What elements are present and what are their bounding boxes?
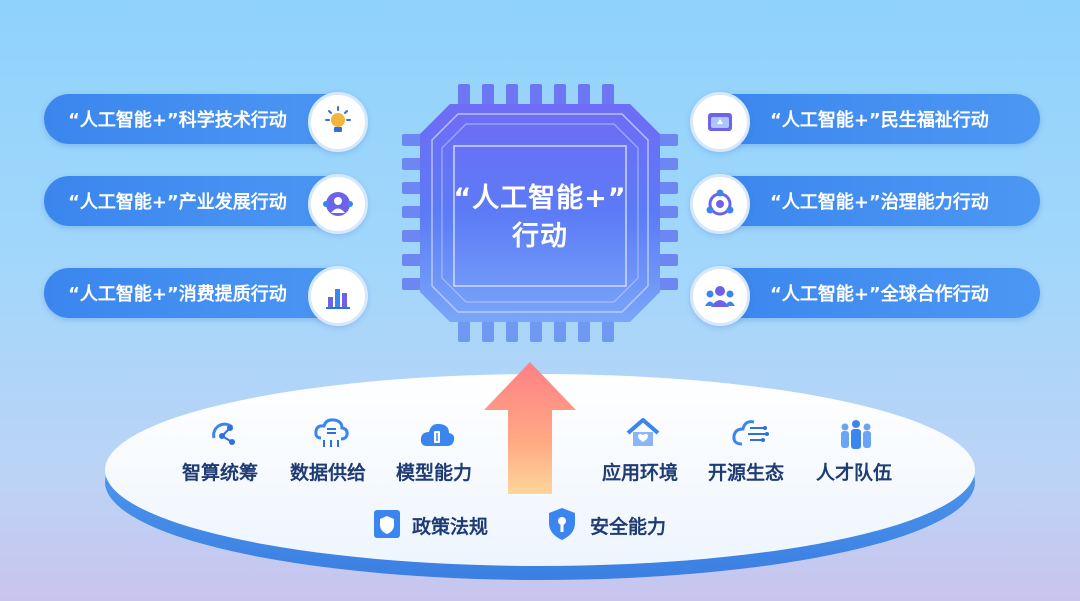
action-label: “人工智能+”科学技术行动	[68, 110, 287, 131]
network-icon	[690, 174, 750, 234]
lightbulb-icon	[308, 92, 368, 152]
foundation-label: 应用环境	[602, 462, 679, 484]
group-icon	[690, 266, 750, 326]
people-network-icon	[308, 174, 368, 234]
chip-title: “人工智能+” 行动	[430, 180, 650, 256]
action-label: “人工智能+”消费提质行动	[68, 284, 287, 305]
cloud-circuit-icon	[732, 420, 769, 446]
foundation-label: 安全能力	[590, 516, 667, 538]
action-pill-livelihood: “人工智能+”民生福祉行动	[690, 92, 1040, 152]
upward-arrow	[484, 362, 576, 494]
action-label: “人工智能+”产业发展行动	[68, 192, 287, 213]
action-label: “人工智能+”民生福祉行动	[770, 110, 989, 131]
shield-icon	[374, 510, 400, 538]
cloud-model-icon	[420, 423, 455, 446]
foundation-label: 开源生态	[708, 462, 785, 484]
home-icon	[626, 418, 660, 446]
foundation-label: 人才队伍	[816, 462, 893, 484]
action-pill-industry: “人工智能+”产业发展行动	[44, 174, 368, 234]
action-pill-consumption: “人工智能+”消费提质行动	[44, 266, 368, 326]
foundation-label: 模型能力	[396, 462, 473, 484]
action-pill-governance: “人工智能+”治理能力行动	[690, 174, 1040, 234]
share-nodes-icon	[212, 422, 235, 445]
bar-chart-icon	[308, 266, 368, 326]
action-label: “人工智能+”全球合作行动	[770, 284, 989, 305]
action-pill-global: “人工智能+”全球合作行动	[690, 266, 1040, 326]
shield-key-icon	[549, 508, 575, 540]
action-pill-science: “人工智能+”科学技术行动	[44, 92, 368, 152]
chip-title-line2: 行动	[512, 221, 568, 252]
foundation-label: 政策法规	[412, 516, 489, 538]
chip-title-line1: “人工智能+”	[453, 183, 627, 214]
chip-body	[420, 104, 660, 322]
foundation-label: 智算统筹	[182, 462, 259, 484]
foundation-label: 数据供给	[290, 462, 367, 484]
wallet-icon	[690, 92, 750, 152]
data-cloud-icon	[314, 418, 349, 447]
team-icon	[841, 420, 871, 449]
action-label: “人工智能+”治理能力行动	[770, 192, 989, 213]
